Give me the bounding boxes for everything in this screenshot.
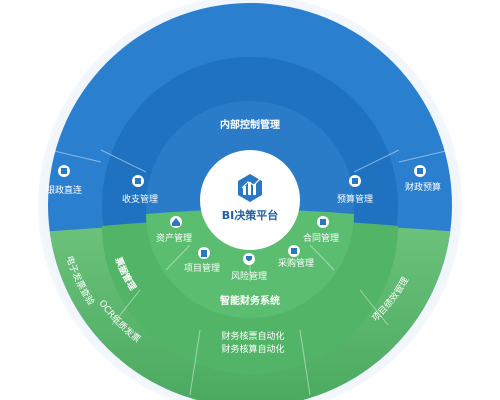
item-fiscal-budget-label: 财政预算 (405, 181, 441, 193)
segment-dividers (49, 149, 451, 396)
item-project-mgmt: 项目管理 (184, 247, 220, 274)
segment-smart-finance: 智能财务系统 (220, 294, 280, 307)
center-title: BI决策平台 (222, 208, 278, 222)
bar-chart-icon (238, 174, 262, 202)
item-risk-mgmt: 风险管理 (231, 253, 267, 282)
item-risk-mgmt-label: 风险管理 (231, 270, 267, 282)
bank-icon (61, 168, 67, 174)
shield-icon (246, 256, 252, 261)
contract-icon (320, 219, 326, 225)
budget-doc-icon (417, 168, 423, 174)
item-asset-mgmt: 资产管理 (156, 216, 192, 244)
item-revenue-expense-label: 收支管理 (122, 193, 158, 205)
automation-line-1: 财务核票自动化 (221, 330, 284, 342)
item-contract-label: 合同管理 (303, 232, 339, 244)
house-icon (172, 218, 180, 226)
cart-icon (291, 248, 297, 254)
clipboard-icon (201, 250, 207, 257)
item-budget-mgmt: 预算管理 (337, 175, 373, 205)
item-bank-gov-label: 银政直连 (46, 184, 82, 196)
segment-internal-control: 内部控制管理 (220, 118, 280, 131)
item-fiscal-budget: 财政预算 (405, 165, 441, 193)
item-procurement: 采购管理 (278, 245, 314, 269)
item-bank-gov: 银政直连 (46, 165, 82, 196)
item-budget-mgmt-label: 预算管理 (337, 193, 373, 205)
money-doc-icon (135, 178, 141, 184)
item-project-mgmt-label: 项目管理 (184, 262, 220, 274)
item-contract: 合同管理 (303, 216, 339, 244)
automation-line-2: 财务核算自动化 (221, 343, 284, 355)
item-asset-mgmt-label: 资产管理 (156, 232, 192, 244)
hand-coin-icon (352, 178, 358, 184)
item-revenue-expense: 收支管理 (122, 175, 158, 205)
item-procurement-label: 采购管理 (278, 257, 314, 269)
